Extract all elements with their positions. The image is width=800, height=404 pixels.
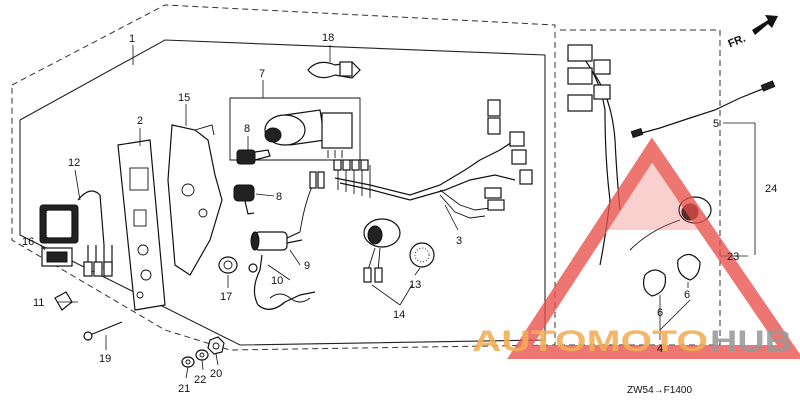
callout-24: 24 bbox=[765, 183, 777, 195]
part-cover-16 bbox=[41, 247, 73, 267]
part-bracket-15 bbox=[167, 124, 223, 276]
part-key-switch-7 bbox=[264, 109, 353, 158]
part-washer-22 bbox=[195, 349, 209, 361]
part-panel-2 bbox=[117, 139, 166, 311]
watermark-text: AUTOMOTO HUB bbox=[472, 325, 792, 358]
callout-4: 4 bbox=[657, 343, 663, 355]
assembly-frame bbox=[11, 4, 556, 351]
watermark-logo bbox=[507, 137, 800, 359]
callouts: 1 2 3 4 5 6 6 7 8 8 9 10 11 12 13 14 15 … bbox=[22, 32, 777, 395]
key-switch-subframe bbox=[229, 97, 361, 161]
part-washer-21 bbox=[181, 356, 195, 368]
watermark-brand-part2: HUB bbox=[710, 325, 792, 358]
callout-7: 7 bbox=[259, 68, 265, 80]
leader-lines bbox=[39, 45, 756, 379]
callout-21: 21 bbox=[178, 383, 190, 395]
callout-6b: 6 bbox=[684, 289, 690, 301]
part-clip-6b bbox=[677, 253, 701, 281]
front-label: FR. bbox=[726, 33, 747, 51]
callout-11: 11 bbox=[33, 297, 44, 309]
callout-18: 18 bbox=[322, 32, 334, 44]
callout-2: 2 bbox=[137, 115, 143, 127]
part-wire-5 bbox=[630, 80, 776, 139]
callout-15: 15 bbox=[178, 92, 190, 104]
part-harness-1 bbox=[567, 44, 621, 266]
part-cap-13 bbox=[409, 242, 435, 268]
part-clamp-18 bbox=[307, 61, 361, 79]
callout-1: 1 bbox=[129, 33, 135, 45]
part-clip-11 bbox=[54, 291, 73, 311]
part-screw-19 bbox=[83, 321, 123, 341]
callout-13: 13 bbox=[409, 279, 421, 291]
part-grommet-17 bbox=[218, 256, 238, 274]
arrow-up-right-icon bbox=[752, 15, 778, 35]
part-nut-20 bbox=[207, 336, 225, 355]
part-lanyard-10 bbox=[248, 254, 316, 310]
callout-6a: 6 bbox=[657, 307, 663, 319]
part-key-8b bbox=[233, 184, 255, 215]
callout-3: 3 bbox=[456, 235, 462, 247]
callout-14: 14 bbox=[393, 309, 405, 321]
callout-19: 19 bbox=[99, 353, 111, 365]
part-switch-12 bbox=[39, 190, 113, 277]
callout-8b: 8 bbox=[276, 191, 282, 203]
part-stop-switch-9 bbox=[250, 171, 325, 251]
callout-12: 12 bbox=[68, 157, 80, 169]
part-buzzer-14 bbox=[363, 218, 401, 283]
callout-5: 5 bbox=[713, 118, 719, 130]
watermark-brand-part1: AUTOMOTO bbox=[472, 325, 708, 358]
part-harness-3 bbox=[333, 99, 533, 219]
callout-8a: 8 bbox=[244, 123, 250, 135]
callout-17: 17 bbox=[220, 291, 232, 303]
callout-9: 9 bbox=[304, 260, 310, 272]
callout-22: 22 bbox=[194, 374, 206, 386]
callout-10: 10 bbox=[271, 275, 283, 287]
diagram-code: ZW54→F1400 bbox=[627, 385, 692, 396]
callout-23: 23 bbox=[727, 251, 739, 263]
callout-16: 16 bbox=[22, 236, 34, 248]
front-direction-indicator: FR. bbox=[726, 15, 778, 50]
callout-20: 20 bbox=[210, 368, 222, 380]
part-clip-6a bbox=[642, 269, 667, 297]
part-key-8a bbox=[236, 149, 271, 165]
